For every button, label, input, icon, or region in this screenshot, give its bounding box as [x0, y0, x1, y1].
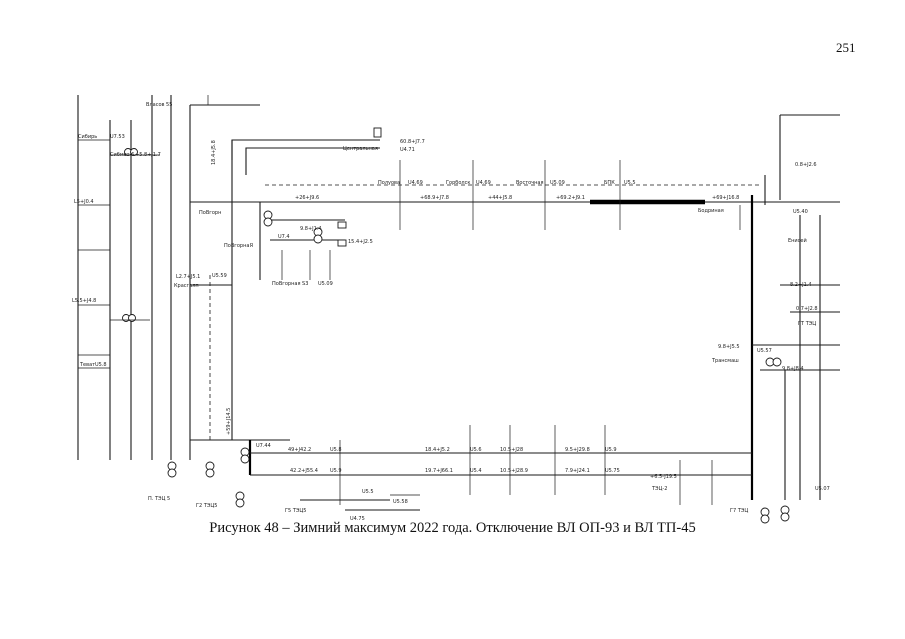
transformer-2b — [313, 234, 323, 244]
label-bpk: БПК — [604, 180, 615, 186]
label-u-bot5: U5.75 — [605, 468, 620, 474]
transformer-b6b — [780, 512, 790, 522]
label-u-bot7: U5.5 — [362, 489, 374, 495]
label-flow-f7: L2.7+J5.1 — [176, 274, 200, 280]
label-bodrinaya: Бодриная — [698, 208, 724, 214]
label-gtez: Г2 ТЭЦ5 — [196, 503, 217, 509]
label-u-right: U5.40 — [793, 209, 808, 215]
label-tevat-u: U5.8 — [95, 362, 107, 368]
label-flow-f5: +69+J16.8 — [712, 195, 739, 201]
label-flow-f19: 10.5+J28.9 — [500, 468, 528, 474]
label-bpk-u: U5.5 — [624, 180, 636, 186]
transformer-b4b — [235, 498, 245, 508]
label-flow-f16: 10.5+J28 — [500, 447, 523, 453]
page-number: 251 — [836, 40, 856, 55]
label-gtz: ГТ ТЭЦ — [798, 321, 816, 327]
label-vostochnaya: Восточная — [516, 180, 544, 186]
label-flow-f13: 49+J42.2 — [288, 447, 311, 453]
label-flow-f12: +59+J14.5 — [226, 408, 232, 435]
label-pobogorn: ПоВгорн — [199, 210, 221, 216]
label-pobogorn2: ПоВгорнаЯ — [224, 243, 253, 249]
label-flow-f17: 9.5+J29.8 — [565, 447, 590, 453]
label-flow-f9: 15.4+J2.5 — [348, 239, 373, 245]
label-g7: Г7 ТЭЦ — [730, 508, 748, 514]
label-gorbolsk: Горболск — [446, 180, 470, 186]
transformer-b1b — [167, 468, 177, 478]
label-poluzova-u: U4.69 — [408, 180, 423, 186]
label-central-flow: 60.8+J7.7 — [400, 139, 425, 145]
label-flow-f14: 42.2+J55.4 — [290, 468, 318, 474]
label-pobogorn3: ПоВгорная S3 — [272, 281, 308, 287]
label-flow-f10: 9.8+J1.4 — [300, 226, 322, 232]
label-u-bot6: U4.75 — [350, 516, 365, 522]
transformer-l1b — [130, 148, 138, 156]
power-grid-schematic: Власов 55 Центральная 60.8+J7.7 U4.71 По… — [72, 95, 840, 524]
label-flow-f15: 18.4+J5.2 — [425, 447, 450, 453]
label-flow-f2: +68.9+J7.8 — [420, 195, 449, 201]
label-vlasov: Власов 55 — [146, 102, 172, 108]
label-flow-f26: 8.2+J1.4 — [790, 282, 812, 288]
label-flow-f25: 0.7+J2.8 — [796, 306, 818, 312]
label-u-bot2: U5.6 — [470, 447, 482, 453]
line-to-central — [231, 139, 380, 160]
label-poluzova: Полуова — [378, 180, 400, 186]
label-u-bot9: U5.8 — [330, 447, 342, 453]
label-flow-f24: 0.8+J2.6 — [795, 162, 817, 168]
label-flow-f8: L5.5+J4.8 — [72, 298, 96, 304]
label-siberia-u: U7.53 — [110, 134, 125, 140]
label-tez2: ТЭЦ-2 — [651, 486, 667, 492]
label-flow-f11: 18.4+J5.8 — [211, 140, 217, 165]
label-transmash: Трансмаш — [711, 358, 739, 364]
label-pobogorn3-u: U5.09 — [318, 281, 333, 287]
transformer-b3b — [240, 454, 250, 464]
label-flow-f3: +44+J5.8 — [488, 195, 512, 201]
line-to-central-2 — [245, 147, 380, 175]
transformer-r1b — [772, 357, 782, 367]
label-u-bottom-right: U5.07 — [815, 486, 830, 492]
label-u-bot8: U5.58 — [393, 499, 408, 505]
label-flow-f4: +69.2+J9.1 — [556, 195, 585, 201]
label-u-bot3: U5.9 — [605, 447, 617, 453]
label-u-bot1: U5.9 — [330, 468, 342, 474]
label-pobogorn2-u: U7.4 — [278, 234, 290, 240]
label-gorbolsk-u: U4.69 — [476, 180, 491, 186]
label-u-left: U7.44 — [256, 443, 271, 449]
label-tevat: Теват — [79, 362, 95, 368]
label-enisei: Енисей — [788, 237, 807, 244]
label-sibmet: Сибмет 6 — [110, 152, 134, 158]
label-central-u: U4.71 — [400, 147, 415, 153]
label-flow-f18: 19.7+J66.1 — [425, 468, 453, 474]
switch-pob-2 — [337, 239, 347, 247]
label-flow-f22: 9.8+J5.5 — [718, 344, 740, 350]
switch-central — [373, 127, 382, 138]
transformer-b5b — [760, 514, 770, 524]
label-central: Центральная — [343, 146, 378, 152]
figure-caption: Рисунок 48 – Зимний максимум 2022 года. … — [209, 520, 696, 536]
transformer-b2b — [205, 468, 215, 478]
switch-pob-1 — [337, 221, 347, 229]
label-krasgalp: Красгалп — [174, 283, 199, 289]
label-flow-f6: L5+J0.4 — [74, 199, 94, 205]
label-transmash-u: U5.57 — [757, 348, 772, 354]
label-flow-f27: +5.8+J1.7 — [135, 152, 161, 158]
label-u-bot4: U5.4 — [470, 468, 482, 474]
label-vostochnaya-u: U5.09 — [550, 180, 565, 186]
transformer-l2b — [128, 314, 136, 322]
label-flow-f1: +26+J9.6 — [295, 195, 319, 201]
label-ptez: П. ТЭЦ 5 — [148, 496, 170, 502]
label-gbtez: Г5 ТЭЦ5 — [285, 508, 306, 514]
label-flow-f20: 7.9+J24.1 — [565, 468, 590, 474]
label-flow-f23: 9.8+J8.4 — [782, 366, 804, 372]
label-flow-f21: +6.5-J19.5 — [650, 474, 677, 480]
label-siberia: Сибирь — [78, 134, 97, 140]
transformer-1b — [263, 217, 273, 227]
label-krasgalp-u: U5.59 — [212, 273, 227, 279]
